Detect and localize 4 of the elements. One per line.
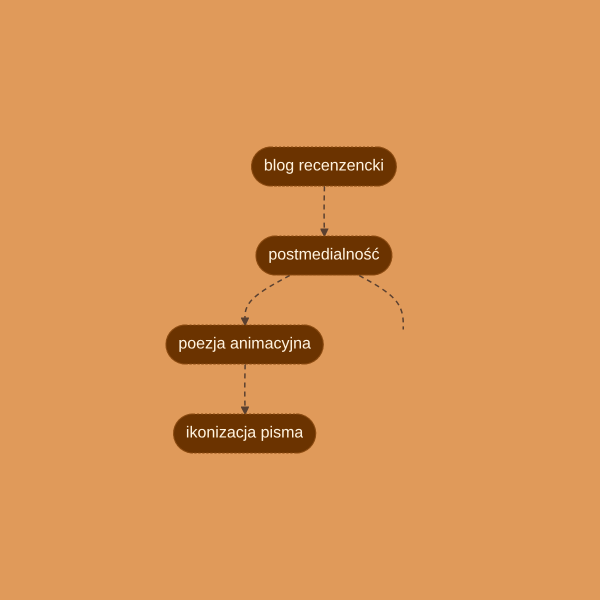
arrow	[240, 274, 290, 326]
connector	[359, 274, 404, 330]
arrow	[240, 364, 250, 415]
arrow	[320, 186, 330, 237]
